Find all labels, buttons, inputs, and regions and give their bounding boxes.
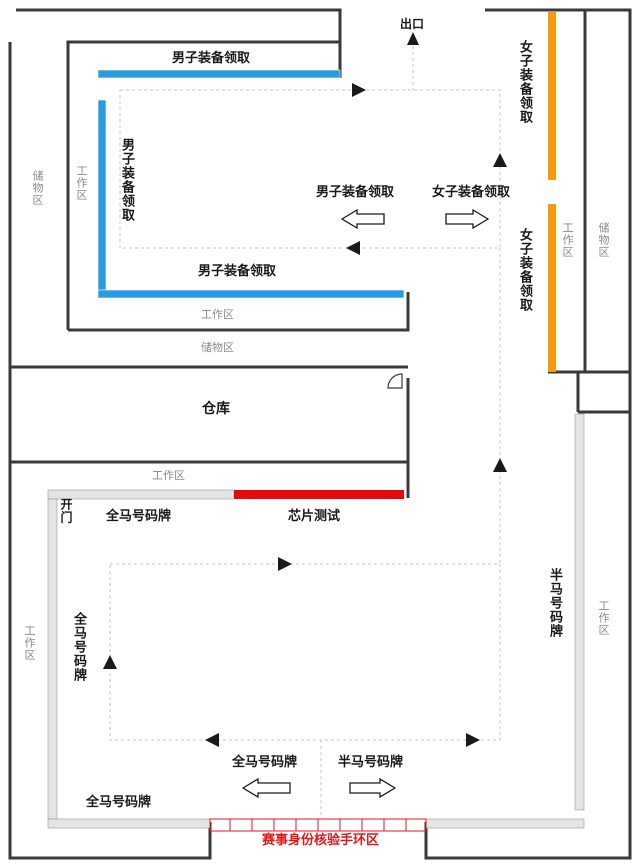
flow-arrows [103, 83, 507, 747]
exit-label: 出口 [400, 17, 425, 31]
half-bib-vertical: 半马号码牌 [547, 568, 562, 638]
full-bib-vertical: 全马号码牌 [71, 612, 86, 682]
chip-test-label: 芯片测试 [288, 509, 341, 524]
full-bib-center: 全马号码牌 [232, 755, 298, 770]
flow-paths [109, 40, 501, 818]
door-arc [387, 373, 403, 389]
chip-test-table [234, 490, 404, 499]
male-tables [97, 69, 405, 299]
direction-arrows [241, 208, 490, 799]
full-bib-top: 全马号码牌 [106, 509, 172, 524]
door-open-label: 开门 [59, 498, 73, 524]
id-check-zone [209, 818, 427, 832]
work-area-warehouse: 工作区 [152, 469, 185, 482]
work-area-right-bottom: 工作区 [597, 600, 610, 636]
work-area-mid: 工作区 [201, 308, 234, 321]
male-equip-center: 男子装备领取 [316, 185, 395, 200]
work-area-left-top: 工作区 [75, 165, 88, 201]
walls [8, 8, 632, 860]
storage-left: 储物区 [31, 170, 44, 206]
work-area-orange: 工作区 [561, 222, 574, 258]
storage-right: 储物区 [597, 222, 610, 258]
full-bib-bottom: 全马号码牌 [86, 795, 152, 810]
male-equip-vertical: 男子装备领取 [119, 138, 134, 222]
male-equip-top: 男子装备领取 [172, 51, 251, 66]
warehouse-label: 仓库 [202, 401, 230, 417]
id-check-label: 赛事身份核验手环区 [262, 833, 380, 848]
work-area-left-bottom: 工作区 [23, 625, 36, 661]
female-tables [548, 12, 556, 372]
female-equip-center: 女子装备领取 [432, 185, 511, 200]
bib-tables [47, 413, 585, 829]
female-equip-bottom: 女子装备领取 [517, 228, 532, 312]
female-equip-top: 女子装备领取 [517, 40, 532, 124]
storage-mid: 储物区 [201, 341, 234, 354]
half-bib-center: 半马号码牌 [338, 755, 404, 770]
male-equip-bottom: 男子装备领取 [198, 264, 277, 279]
exit-arrow [407, 32, 419, 45]
